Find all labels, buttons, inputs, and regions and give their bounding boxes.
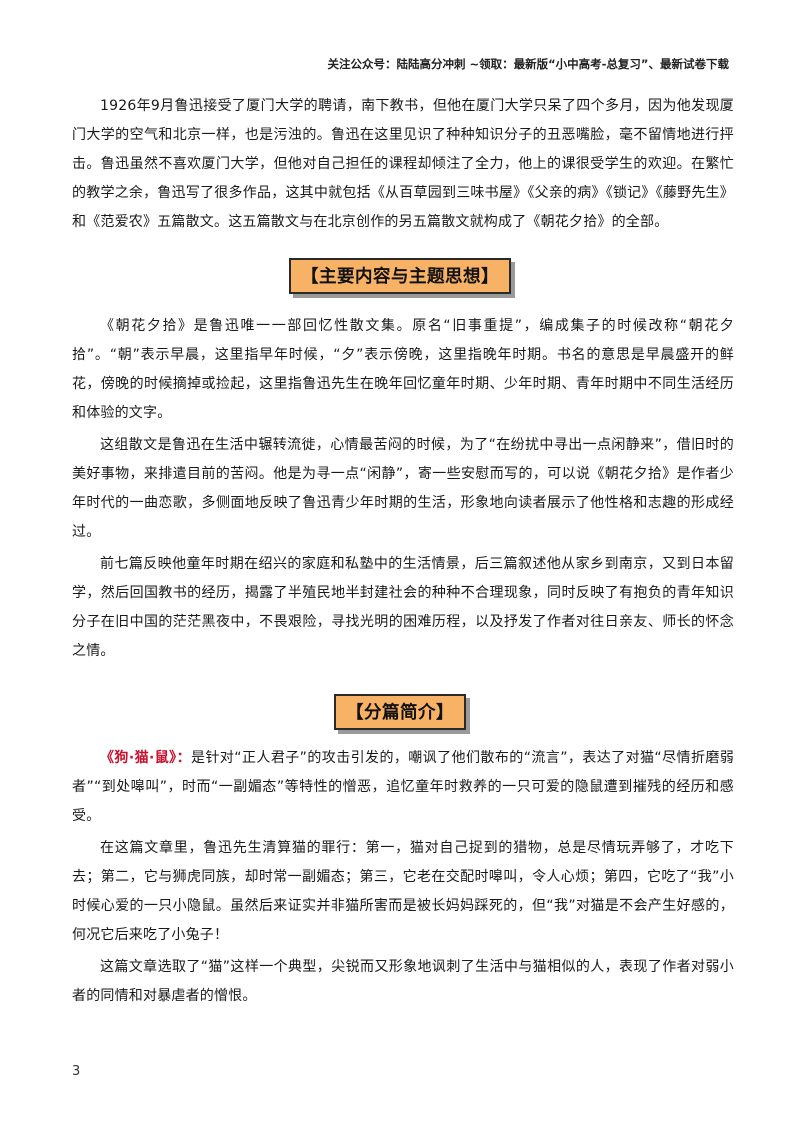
essay-summary-text: 是针对“正人君子”的攻击引发的，嘲讽了他们散布的“流言”，表达了对猫“尽情折磨弱… xyxy=(72,750,734,824)
section-title-main-content: 【主要内容与主题思想】 xyxy=(289,258,511,294)
essay-intro-section: 《狗·猫·鼠》：是针对“正人君子”的攻击引发的，嘲讽了他们散布的“流言”，表达了… xyxy=(72,744,734,1011)
essay-intro-banner: 【分篇简介】 xyxy=(0,694,800,730)
header-promo-note: 关注公众号：陆陆高分冲刺 ~领取：最新版“小中高考-总复习”、最新试卷下载 xyxy=(327,57,729,71)
page-number: 3 xyxy=(72,1064,81,1079)
intro-paragraph: 1926年9月鲁迅接受了厦门大学的聘请，南下教书，但他在厦门大学只呆了四个多月，… xyxy=(72,98,734,230)
main-content-paragraph-3: 前七篇反映他童年时期在绍兴的家庭和私塾中的生活情景，后三篇叙述他从家乡到南京，又… xyxy=(72,556,734,659)
main-content-paragraph-2: 这组散文是鲁迅在生活中辗转流徙，心情最苦闷的时候，为了“在纷扰中寻出一点闲静来”… xyxy=(72,437,734,540)
essay-title-dog-cat-mouse: 《狗·猫·鼠》： xyxy=(100,750,192,766)
essay-intro-paragraph-2: 在这篇文章里，鲁迅先生清算猫的罪行：第一，猫对自己捉到的猎物，总是尽情玩弄够了，… xyxy=(72,840,734,943)
section-title-essay-intro: 【分篇简介】 xyxy=(334,694,466,730)
essay-dog-cat-mouse-summary: 《狗·猫·鼠》：是针对“正人君子”的攻击引发的，嘲讽了他们散布的“流言”，表达了… xyxy=(72,744,734,831)
intro-section: 1926年9月鲁迅接受了厦门大学的聘请，南下教书，但他在厦门大学只呆了四个多月，… xyxy=(72,92,734,237)
main-content-banner: 【主要内容与主题思想】 xyxy=(0,258,800,294)
main-content-paragraph-1: 《朝花夕拾》是鲁迅唯一一部回忆性散文集。原名“旧事重提”，编成集子的时候改称“朝… xyxy=(72,318,735,421)
main-content-section: 《朝花夕拾》是鲁迅唯一一部回忆性散文集。原名“旧事重提”，编成集子的时候改称“朝… xyxy=(72,312,734,666)
essay-intro-paragraph-3: 这篇文章选取了“猫”这样一个典型，尖锐而又形象地讽刺了生活中与猫相似的人，表现了… xyxy=(72,959,734,1004)
